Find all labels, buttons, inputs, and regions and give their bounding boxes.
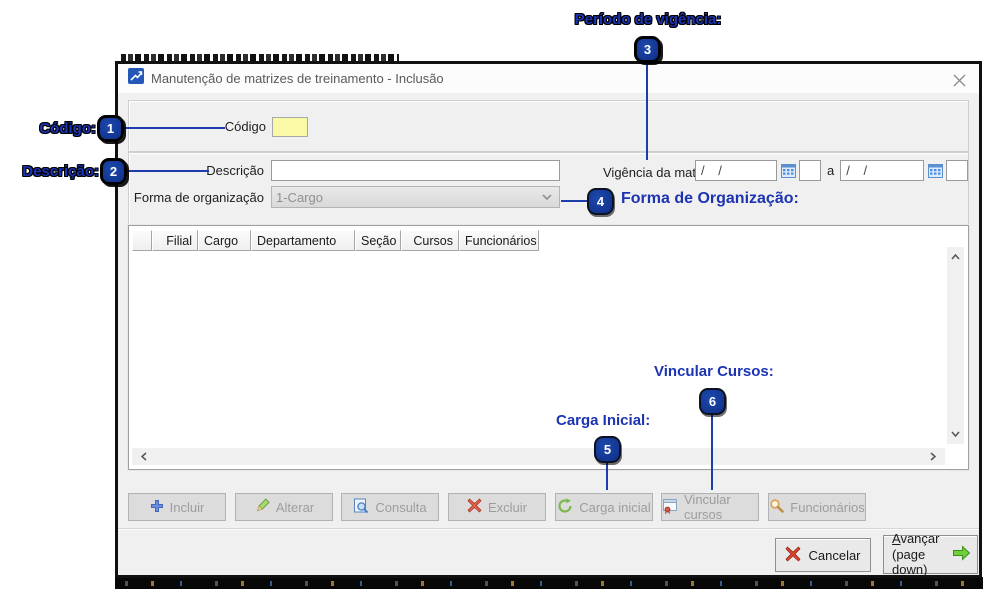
annotation-label-codigo: Código: [39, 120, 96, 137]
next-page-button[interactable]: Avançar (page down) [883, 531, 978, 577]
grid-column-header[interactable]: Funcionários [459, 230, 539, 251]
excluir-button[interactable]: Excluir [448, 493, 546, 521]
annotation-badge-1: 1 [97, 115, 124, 142]
close-icon[interactable] [951, 72, 967, 88]
grid-column-header[interactable] [132, 230, 152, 251]
annotation-badge-3: 3 [634, 36, 661, 63]
annotation-badge-4: 4 [587, 188, 614, 215]
annotation-line-1 [122, 127, 225, 129]
descricao-label: Descrição [206, 163, 264, 178]
cancel-button[interactable]: Cancelar [775, 538, 871, 572]
certificate-icon [662, 498, 678, 517]
calendar-icon[interactable] [927, 163, 943, 179]
vigencia-row: a [695, 160, 969, 181]
codigo-label: Código [224, 119, 266, 134]
annotation-badge-6: 6 [699, 388, 726, 415]
annotation-badge-2: 2 [100, 158, 127, 185]
vincular-cursos-button[interactable]: Vincular cursos [661, 492, 759, 522]
button-label: Consulta [375, 499, 427, 515]
button-label: Cancelar [808, 547, 861, 563]
horizontal-scrollbar[interactable] [132, 448, 945, 465]
vigencia-end-input[interactable] [840, 160, 925, 181]
incluir-button[interactable]: Incluir [128, 493, 226, 521]
scroll-left-icon[interactable] [138, 451, 150, 463]
annotation-badge-5: 5 [594, 436, 621, 463]
button-label: Vincular cursos [684, 492, 731, 522]
annotation-line-2 [125, 170, 209, 172]
scroll-right-icon[interactable] [927, 451, 939, 463]
vertical-scrollbar[interactable] [947, 247, 964, 444]
carga-inicial-button[interactable]: Carga inicial [555, 493, 653, 521]
plus-icon [150, 499, 164, 516]
dropdown-arrow-icon [539, 194, 555, 200]
forma-organizacao-value: 1-Cargo [276, 189, 323, 205]
training-matrix-dialog: Manutenção de matrizes de treinamento - … [115, 61, 982, 578]
annotation-line-6 [711, 413, 713, 490]
codigo-panel: Código [128, 100, 969, 152]
search-document-icon [353, 498, 369, 517]
vigencia-label: Vigência da matriz [603, 165, 710, 180]
dialog-titlebar[interactable]: Manutenção de matrizes de treinamento - … [118, 64, 979, 93]
button-label: Alterar [275, 499, 315, 515]
app-icon [128, 68, 144, 89]
button-label: Excluir [487, 499, 527, 515]
search-icon [769, 498, 784, 516]
calendar-icon[interactable] [780, 163, 796, 179]
grid-column-header[interactable]: Filial [152, 230, 198, 251]
grid-column-header[interactable]: Cursos [401, 230, 459, 251]
annotation-label-forma-organizacao: Forma de Organização: [621, 190, 799, 207]
arrow-right-icon [952, 545, 971, 564]
vigencia-start-input[interactable] [695, 160, 777, 181]
matrix-grid[interactable]: Filial Cargo Departamento Seção Cursos F… [128, 225, 969, 470]
scroll-down-icon[interactable] [950, 428, 962, 440]
annotation-line-3 [646, 61, 648, 160]
annotation-label-vincular-cursos: Vincular Cursos: [654, 363, 774, 380]
dialog-title: Manutenção de matrizes de treinamento - … [151, 71, 444, 86]
delete-icon [467, 498, 482, 516]
vigencia-start-extra-box[interactable] [799, 160, 821, 181]
grid-column-header[interactable]: Departamento [251, 230, 355, 251]
descricao-input[interactable] [271, 160, 560, 181]
forma-organizacao-select[interactable]: 1-Cargo [271, 186, 560, 208]
alterar-button[interactable]: Alterar [235, 493, 333, 521]
funcionarios-button[interactable]: Funcionários [768, 493, 866, 521]
button-label: Incluir [169, 499, 205, 515]
button-label: Funcionários [790, 499, 865, 515]
annotation-line-4 [561, 200, 589, 202]
vigencia-end-extra-box[interactable] [946, 160, 969, 181]
cancel-x-icon [785, 545, 801, 565]
scroll-up-icon[interactable] [950, 251, 962, 263]
background-window-sliver-bottom [115, 577, 983, 589]
codigo-input[interactable] [272, 117, 308, 137]
annotation-label-descricao: Descrição: [22, 163, 99, 180]
consulta-button[interactable]: Consulta [341, 493, 439, 521]
grid-column-header[interactable]: Cargo [198, 230, 251, 251]
grid-header-row: Filial Cargo Departamento Seção Cursos F… [132, 230, 539, 251]
forma-organizacao-label: Forma de organização [133, 190, 264, 205]
annotation-line-5 [606, 461, 608, 490]
vigencia-separator: a [827, 163, 835, 178]
background-window-sliver-top [121, 54, 399, 62]
refresh-icon [557, 497, 573, 517]
pencil-icon [254, 497, 270, 517]
grid-column-header[interactable]: Seção [355, 230, 401, 251]
button-label: Avançar (page down) [892, 531, 940, 578]
annotation-label-carga-inicial: Carga Inicial: [556, 412, 651, 429]
button-label: Carga inicial [579, 499, 651, 515]
footer-separator [118, 528, 979, 530]
form-panel: Descrição Forma de organização 1-Cargo V… [128, 152, 969, 225]
annotation-label-periodo-vigencia: Período de vigência: [574, 11, 722, 28]
